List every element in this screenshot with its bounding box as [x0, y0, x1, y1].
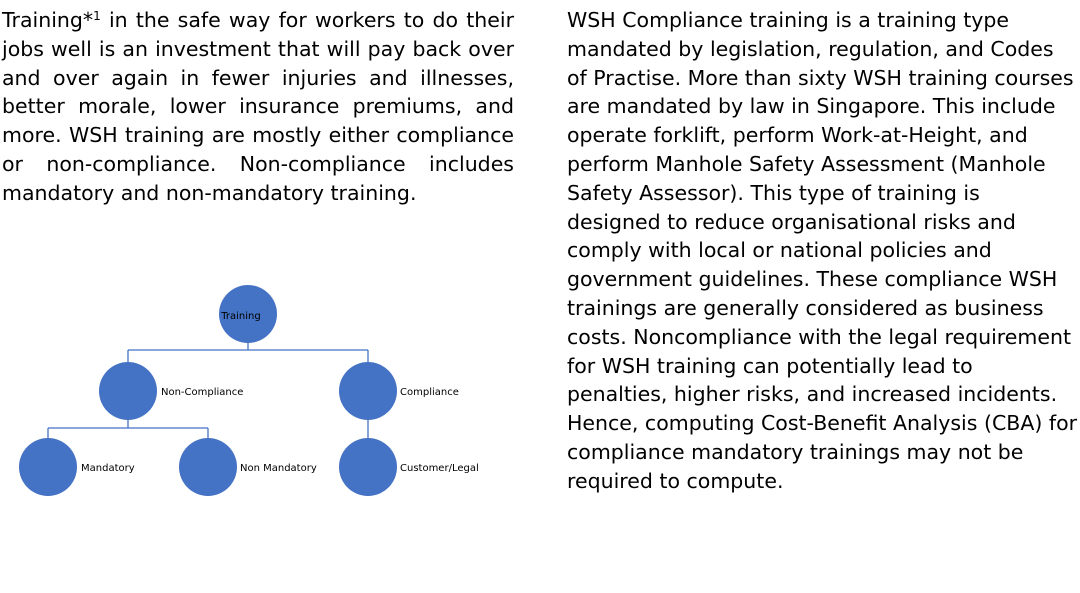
training-hierarchy-diagram: Training Non-Compliance Compliance Manda…: [19, 285, 479, 496]
label-training: Training: [220, 311, 260, 322]
label-compliance: Compliance: [400, 387, 459, 398]
node-compliance[interactable]: [339, 362, 397, 420]
label-customer-legal: Customer/Legal: [400, 463, 479, 474]
node-non-compliance[interactable]: [99, 362, 157, 420]
label-non-mandatory: Non Mandatory: [240, 463, 317, 474]
node-non-mandatory[interactable]: [179, 438, 237, 496]
label-non-compliance: Non-Compliance: [161, 387, 243, 398]
right-paragraph: WSH Compliance training is a training ty…: [567, 8, 1078, 493]
footnote-mark: *: [82, 8, 94, 32]
left-paragraph: Training*1 in the safe way for workers t…: [2, 6, 514, 208]
label-mandatory: Mandatory: [81, 463, 135, 474]
node-customer-legal[interactable]: [339, 438, 397, 496]
training-word: Training: [2, 8, 83, 32]
footnote-number[interactable]: 1: [93, 9, 101, 23]
node-mandatory[interactable]: [19, 438, 77, 496]
node-training[interactable]: [219, 285, 277, 343]
connector-lines: [47, 342, 369, 438]
left-paragraph-text: in the safe way for workers to do their …: [2, 8, 514, 205]
